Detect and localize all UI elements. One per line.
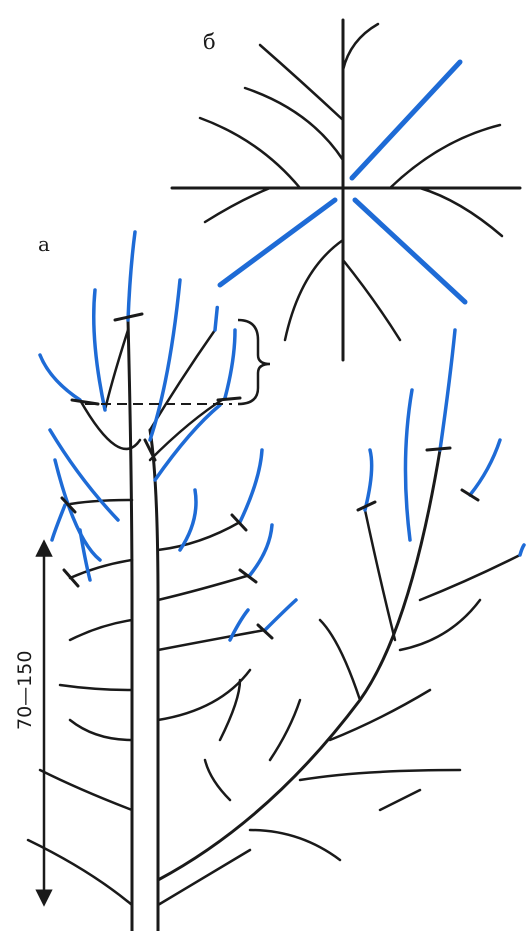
figure-a-label: а	[38, 232, 50, 256]
side-view-young-shoots	[40, 232, 524, 640]
top-view-diagram	[172, 20, 520, 360]
pruning-cut-marks	[62, 314, 478, 638]
leader-bracket	[238, 320, 270, 404]
height-range-label: 70—150	[14, 651, 36, 730]
figure-b-label: б	[203, 30, 216, 54]
